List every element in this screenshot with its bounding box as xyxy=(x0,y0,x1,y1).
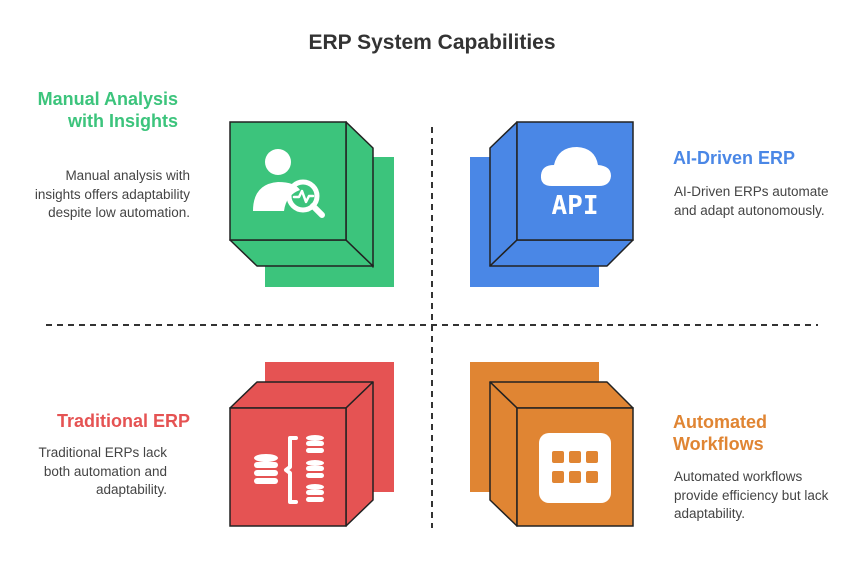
api-label: API xyxy=(552,191,599,221)
user-analytics-icon xyxy=(253,149,325,218)
traditional-erp-heading: Traditional ERP xyxy=(56,411,190,431)
automated-workflows-description: Automated workflows provide efficiency b… xyxy=(674,469,829,521)
automated-workflows-heading: Automated Workflows xyxy=(673,412,767,454)
cloud-api-icon: API xyxy=(540,147,611,221)
automated-workflows-block xyxy=(470,362,634,527)
ai-driven-description: AI-Driven ERPs automate and adapt autono… xyxy=(674,184,829,218)
traditional-erp-description: Traditional ERPs lack both automation an… xyxy=(38,445,167,497)
app-grid-icon xyxy=(539,433,611,503)
page-title: ERP System Capabilities xyxy=(308,31,556,54)
ai-driven-heading: AI-Driven ERP xyxy=(673,148,796,168)
database-hierarchy-icon xyxy=(254,435,324,504)
ai-driven-block: API xyxy=(470,121,634,287)
manual-analysis-block xyxy=(229,121,394,287)
traditional-erp-block xyxy=(229,362,394,527)
manual-analysis-description: Manual analysis with insights offers ada… xyxy=(34,168,190,220)
manual-analysis-heading: Manual Analysis with Insights xyxy=(37,89,178,131)
